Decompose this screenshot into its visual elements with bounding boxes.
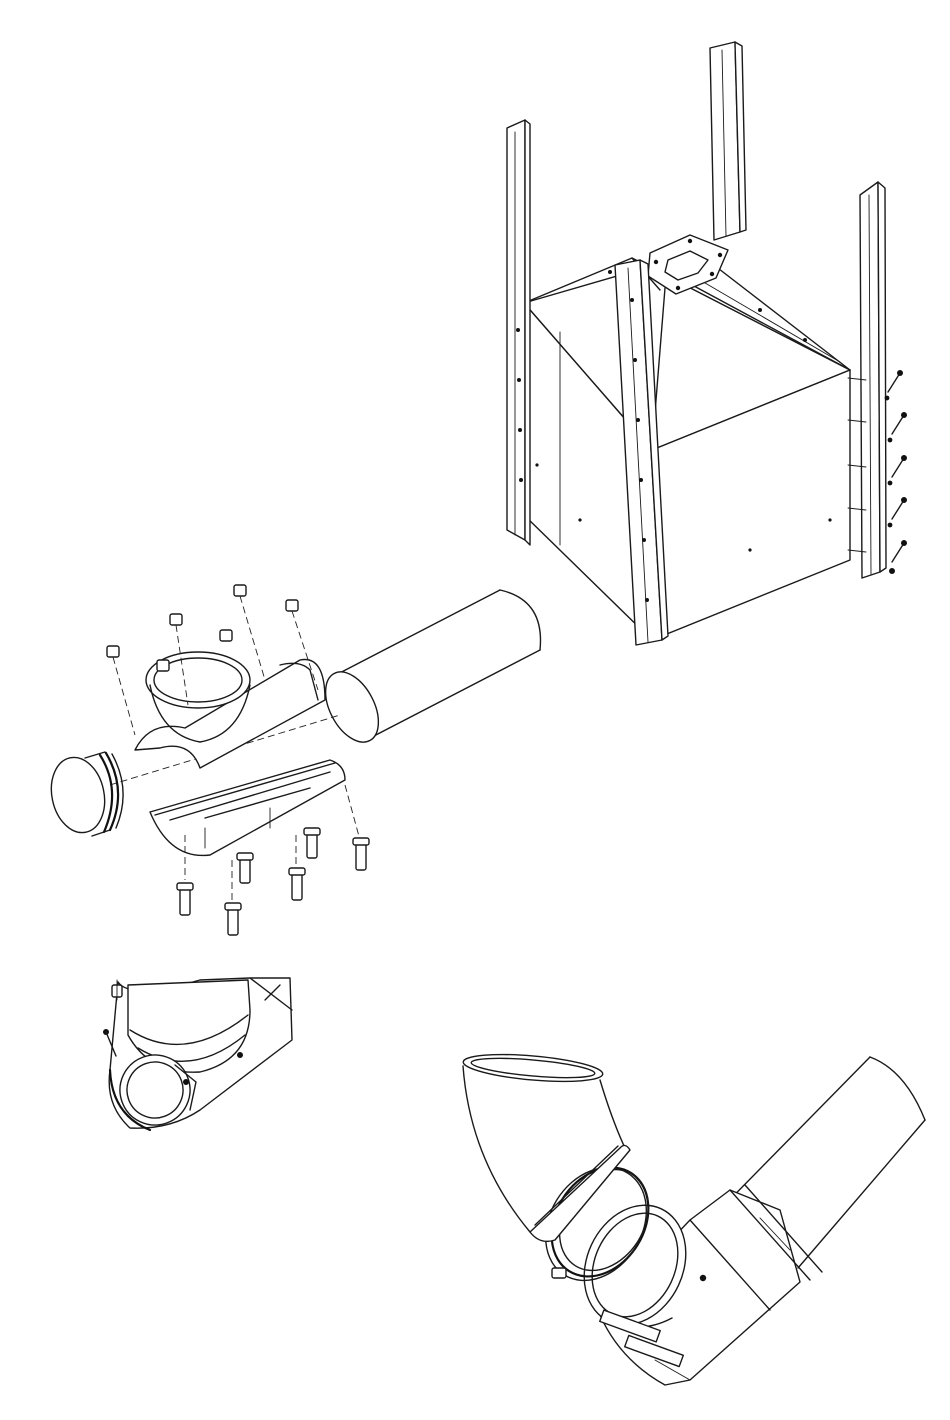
saddle-tee-exploded-view <box>45 585 541 935</box>
saddle-tee-detail-view <box>103 978 292 1135</box>
saddle-tee <box>565 1185 822 1385</box>
stand-leg <box>710 42 746 240</box>
elbow-pipe <box>462 1050 630 1241</box>
hopper-stand-view <box>507 42 907 645</box>
end-cap <box>45 752 123 838</box>
feed-tube <box>315 590 541 751</box>
elbow-connection-view <box>462 1050 925 1385</box>
upper-saddle <box>135 633 325 768</box>
hopper-box <box>524 258 850 640</box>
stand-leg <box>507 120 530 545</box>
